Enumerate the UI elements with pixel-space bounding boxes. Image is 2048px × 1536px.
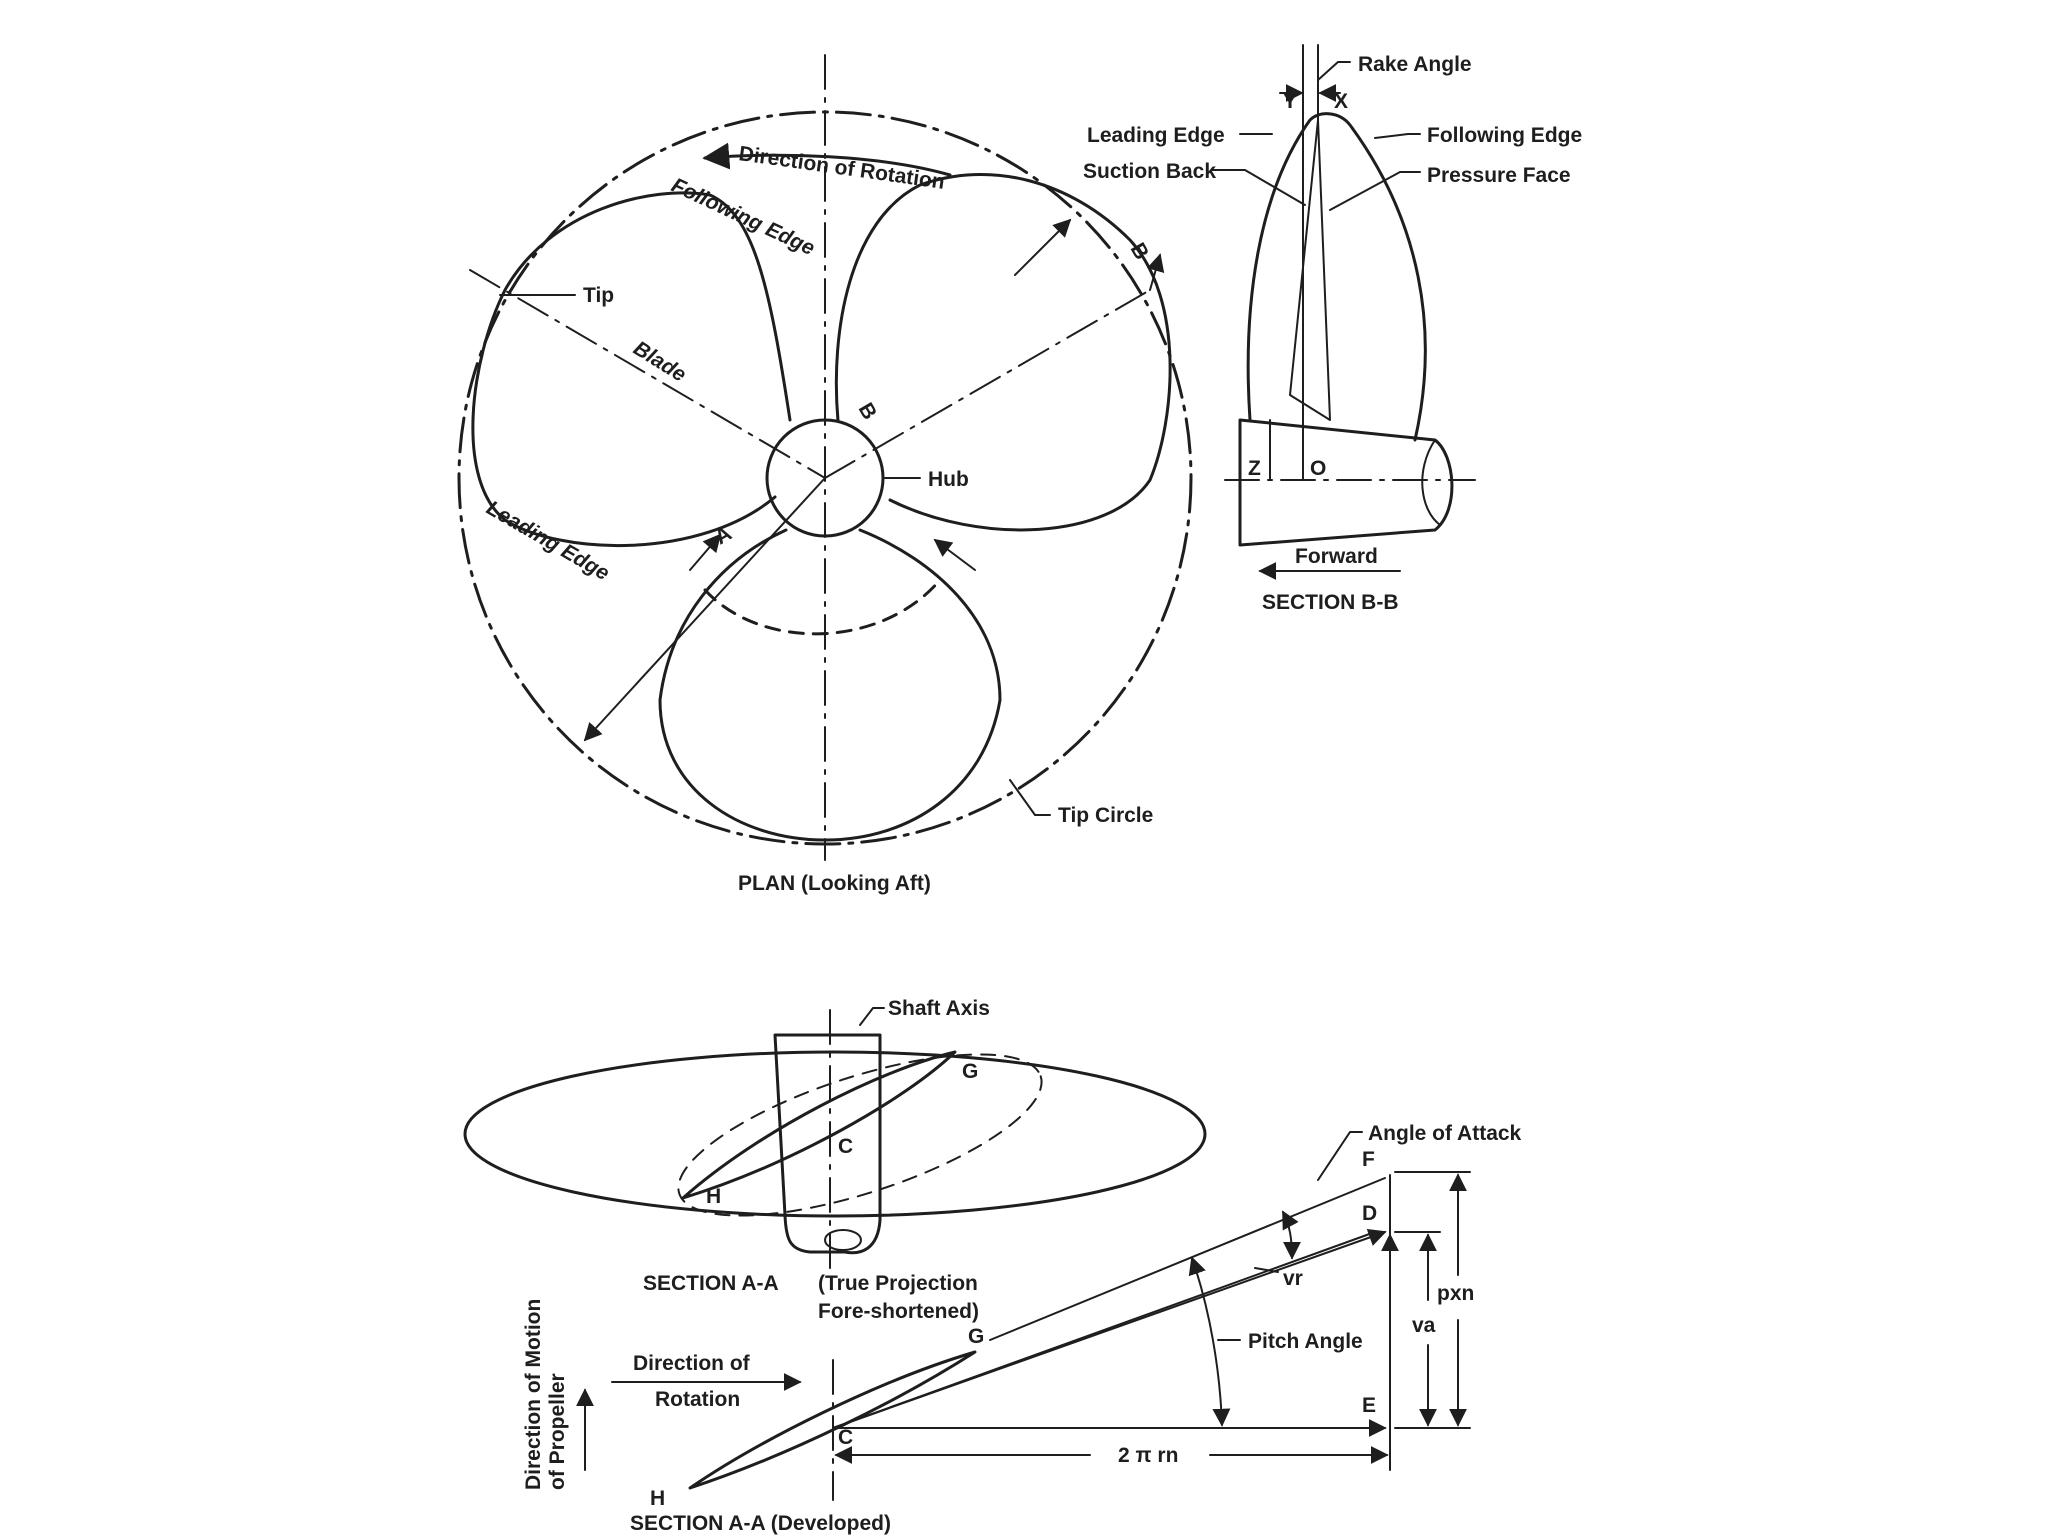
projected-shaft-hatch (824, 1229, 862, 1251)
section-mark-b-inner: B (854, 399, 882, 424)
vr-label: vr (1283, 1267, 1303, 1290)
h-label-projection: H (706, 1185, 721, 1208)
angle-of-attack-leader (1317, 1131, 1363, 1181)
blade-label: Blade (629, 337, 690, 387)
tip-circle-label: Tip Circle (1058, 804, 1153, 827)
section-aa-projection-view: Shaft Axis G C H SECTION A-A (True Proje… (463, 997, 1207, 1323)
hub-label: Hub (928, 468, 969, 491)
suction-back-label: Suction Back (1083, 160, 1216, 183)
tip-circle-leader (1009, 779, 1051, 816)
vr-leader (1254, 1267, 1279, 1273)
pitch-angle-arc (1188, 1256, 1231, 1427)
section-a-arrow-right (933, 538, 976, 571)
direction-of-rotation-line1: Direction of (633, 1352, 751, 1375)
blade-section-hatched (1289, 119, 1331, 421)
forward-label: Forward (1295, 545, 1378, 568)
y-label: Y (1283, 90, 1297, 113)
angle-of-attack-label: Angle of Attack (1368, 1122, 1522, 1145)
blade-left (471, 191, 792, 548)
direction-of-rotation-label: Direction of Rotation (737, 142, 946, 194)
radial-arrow (1014, 218, 1072, 276)
projected-blade-ellipse (463, 1050, 1207, 1218)
section-bb-caption: SECTION B-B (1262, 591, 1399, 614)
shaft-axis-leader (859, 1007, 885, 1026)
projected-blade-section (681, 1050, 957, 1200)
rake-angle-label: Rake Angle (1358, 53, 1472, 76)
direction-of-rotation-line2: Rotation (655, 1388, 740, 1411)
pxn-label: pxn (1437, 1282, 1474, 1305)
section-b-arrow (1146, 253, 1165, 291)
section-aa-developed-view: Angle of Attack F D E G C H vr va pxn Pi… (522, 1122, 1522, 1535)
section-aa-developed-caption: SECTION A-A (Developed) (630, 1512, 891, 1535)
o-label: O (1310, 457, 1326, 480)
g-label-projection: G (962, 1060, 978, 1083)
rake-angle-leader (1317, 61, 1351, 81)
z-label: Z (1248, 457, 1261, 480)
attack-angle-arc (1282, 1210, 1301, 1260)
developed-blade-section (688, 1350, 977, 1490)
e-label: E (1362, 1394, 1376, 1417)
blade-centerline (469, 269, 826, 479)
section-mark-b-outer: B (1126, 239, 1154, 264)
section-line-b (824, 289, 1151, 479)
plan-view: Direction of Rotation Following Edge Tip… (457, 54, 1193, 895)
blade-right (834, 173, 1172, 532)
c-label-projection: C (838, 1135, 853, 1158)
projection-note-line1: (True Projection (818, 1272, 978, 1295)
two-pi-rn-label: 2 π rn (1118, 1444, 1178, 1467)
following-edge-leader (1374, 133, 1421, 139)
vr-line (832, 1228, 1387, 1429)
pressure-face-leader (1329, 171, 1421, 211)
va-label: va (1412, 1314, 1436, 1337)
leading-edge-label: Leading Edge (483, 496, 614, 585)
f-label: F (1362, 1148, 1375, 1171)
shaft-axis-label: Shaft Axis (888, 997, 990, 1020)
pressure-face-label: Pressure Face (1427, 164, 1571, 187)
following-edge-label-bb: Following Edge (1427, 124, 1582, 147)
section-mark-a: A (711, 522, 736, 550)
section-a-curve (703, 578, 942, 636)
direction-of-motion-line1: Direction of Motion (522, 1299, 545, 1490)
leading-edge-label-bb: Leading Edge (1087, 124, 1225, 147)
direction-of-motion-line2: of Propeller (546, 1373, 569, 1490)
projected-section-outline (677, 1053, 1043, 1217)
hub-section (1238, 418, 1454, 547)
section-aa-caption: SECTION A-A (643, 1272, 779, 1295)
blade-profile (1246, 112, 1427, 442)
c-label-developed: C (838, 1426, 853, 1449)
tip-label: Tip (583, 284, 614, 307)
d-label: D (1362, 1202, 1377, 1225)
x-label: X (1334, 90, 1348, 113)
section-bb-view: Rake Angle Y X Leading Edge Following Ed… (1083, 44, 1582, 614)
attack-line (989, 1177, 1386, 1341)
projected-hub (773, 1033, 882, 1255)
blade-bottom (658, 528, 1002, 842)
projection-note-line2: Fore-shortened) (818, 1300, 979, 1323)
suction-back-leader (1211, 169, 1306, 206)
pitch-angle-label: Pitch Angle (1248, 1330, 1363, 1353)
hub-end-curve (1421, 439, 1441, 526)
following-edge-label: Following Edge (668, 174, 819, 261)
h-label-developed: H (650, 1487, 665, 1510)
rotation-arrow (702, 142, 952, 177)
g-label-developed: G (968, 1325, 984, 1348)
section-a-arrow-left (689, 533, 722, 571)
section-line-a (583, 477, 826, 742)
plan-caption: PLAN (Looking Aft) (738, 872, 931, 895)
